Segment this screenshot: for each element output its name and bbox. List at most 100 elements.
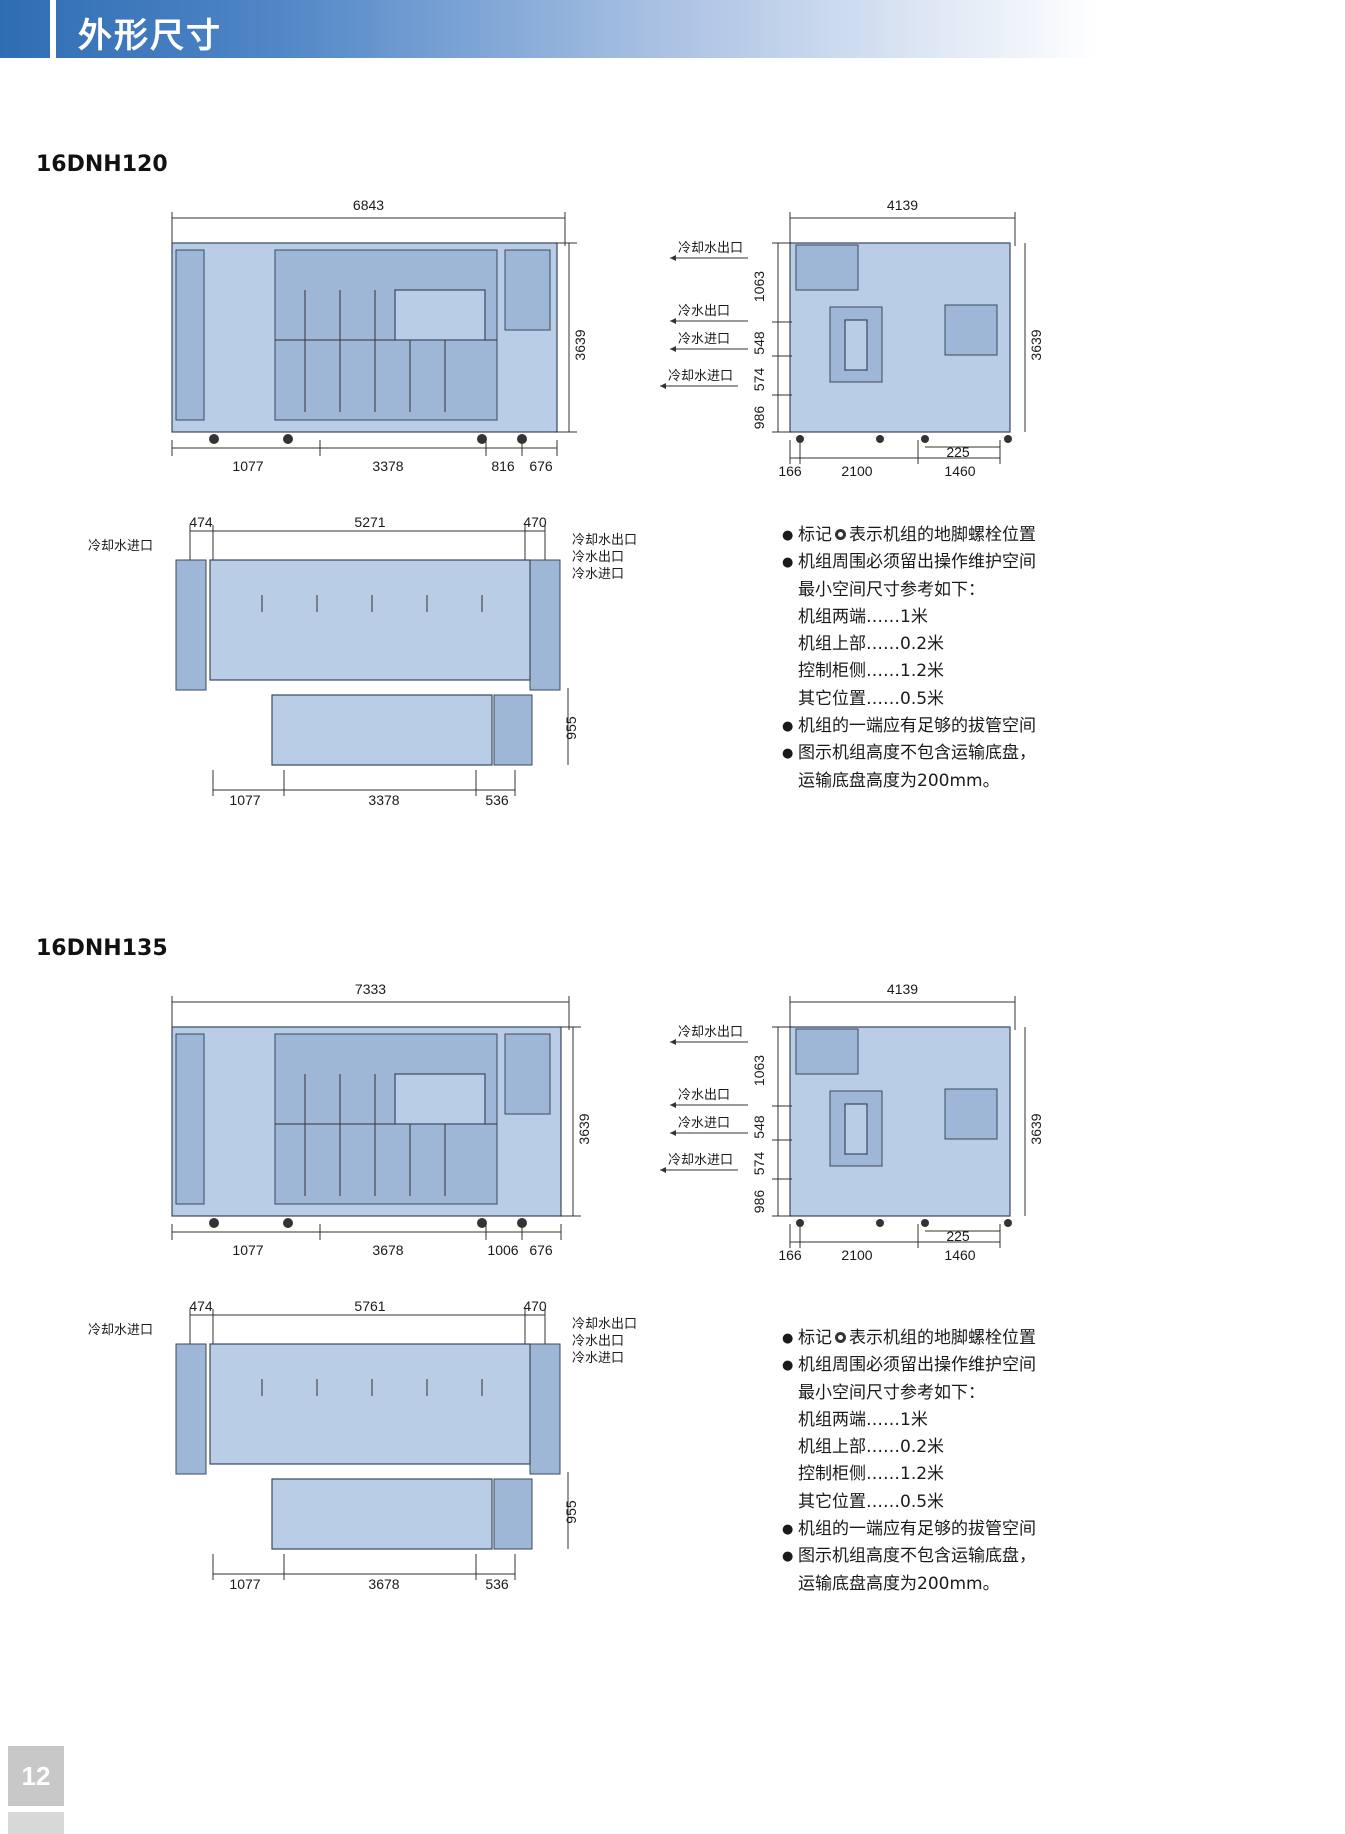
side-left-dim: 548: [751, 1115, 767, 1139]
note-text: 机组的一端应有足够的拔管空间: [798, 716, 1036, 737]
foundation-bolt: [283, 434, 293, 444]
bullet-icon: ●: [782, 528, 794, 543]
plan-top-dim: 474: [189, 1298, 213, 1314]
foundation-bolt: [477, 434, 487, 444]
foundation-bolt: [517, 434, 527, 444]
note-text: 运输底盘高度为200mm。: [798, 1573, 1000, 1594]
note-line: ●图示机组高度不包含运输底盘，: [782, 740, 1036, 767]
side-total-dim: 4139: [887, 197, 918, 213]
front-left-component: [175, 249, 205, 421]
note-line: ●机组的一端应有足够的拔管空间: [782, 1516, 1036, 1543]
arrow-head: [670, 346, 676, 352]
side-control-panel: [944, 1088, 998, 1140]
note-bolt-prefix: 标记: [798, 1328, 832, 1348]
bullet-icon: ●: [782, 1358, 794, 1374]
side-bottom-dim: 2100: [841, 1247, 872, 1263]
plan-right-label: 冷水进口: [572, 567, 624, 582]
plan-bottom-dim: 536: [485, 792, 509, 808]
arrow-head: [660, 383, 666, 389]
plan-top-dim: 5271: [354, 514, 385, 530]
foundation-bolt: [876, 1219, 884, 1227]
side-window: [844, 319, 868, 371]
note-text: 控制柜侧……1.2米: [798, 661, 945, 682]
note-line: 机组两端……1米: [782, 1407, 1036, 1434]
label-chilled-water-outlet: 冷水出口: [678, 1088, 730, 1103]
foundation-bolt: [283, 1218, 293, 1228]
note-line: ●图示机组高度不包含运输底盘，: [782, 1543, 1036, 1570]
plan-left-header: [175, 559, 207, 691]
front-total-dim: 6843: [353, 197, 384, 213]
model-title-1: 16DNH120: [36, 152, 168, 177]
plan-right-label: 冷却水出口: [572, 533, 637, 548]
plan-right-dim: 955: [563, 1500, 579, 1524]
note-line: 最小空间尺寸参考如下：: [782, 1380, 1036, 1407]
label-chilled-water-outlet: 冷水出口: [678, 304, 730, 319]
arrow-head: [670, 1130, 676, 1136]
note-line: 机组上部……0.2米: [782, 631, 1036, 658]
side-left-dim: 548: [751, 331, 767, 355]
plan-shell: [209, 1343, 531, 1465]
side-upper-box: [795, 244, 859, 291]
note-line: 运输底盘高度为200mm。: [782, 768, 1036, 795]
side-height-dim: 3639: [1028, 1113, 1044, 1144]
note-text: 机组上部……0.2米: [798, 1437, 945, 1458]
note-text: 最小空间尺寸参考如下：: [798, 1382, 985, 1403]
side-upper-bottom-dim: 225: [946, 444, 970, 460]
front-bottom-dim: 1077: [232, 458, 263, 474]
note-line: 其它位置……0.5米: [782, 1489, 1036, 1516]
note-text: 机组的一端应有足够的拔管空间: [798, 1519, 1036, 1540]
plan-bottom-dim: 3678: [368, 1576, 399, 1592]
notes-block-2: ●标记表示机组的地脚螺栓位置●机组周围必须留出操作维护空间最小空间尺寸参考如下：…: [782, 1325, 1036, 1598]
plan-right-label: 冷水出口: [572, 550, 624, 565]
plan-right-header: [529, 559, 561, 691]
label-cooling-water-inlet: 冷却水进口: [668, 1153, 733, 1168]
note-text: 机组上部……0.2米: [798, 634, 945, 655]
bullet-icon: ●: [782, 746, 794, 762]
foundation-bolt: [209, 434, 219, 444]
notes-block-1: ●标记表示机组的地脚螺栓位置●机组周围必须留出操作维护空间最小空间尺寸参考如下：…: [782, 522, 1036, 795]
side-upper-bottom-dim: 225: [946, 1228, 970, 1244]
front-panel: [394, 1073, 486, 1125]
bullet-icon: ●: [782, 719, 794, 735]
note-line: 运输底盘高度为200mm。: [782, 1571, 1036, 1598]
foundation-bolt: [1004, 1219, 1012, 1227]
note-text: 机组周围必须留出操作维护空间: [798, 552, 1036, 573]
foundation-bolt: [876, 435, 884, 443]
plan-top-dim: 470: [523, 514, 547, 530]
plan-bottom-dim: 1077: [229, 792, 260, 808]
label-chilled-water-inlet: 冷水进口: [678, 332, 730, 347]
foundation-bolt: [796, 435, 804, 443]
side-left-dim: 574: [751, 368, 767, 392]
front-panel: [394, 289, 486, 341]
note-text: 运输底盘高度为200mm。: [798, 770, 1000, 791]
note-line: 其它位置……0.5米: [782, 686, 1036, 713]
side-left-dim: 986: [751, 406, 767, 430]
note-text: 最小空间尺寸参考如下：: [798, 579, 985, 600]
label-cooling-water-outlet: 冷却水出口: [678, 241, 743, 256]
note-text: 机组周围必须留出操作维护空间: [798, 1355, 1036, 1376]
front-control-box: [504, 1033, 551, 1115]
foundation-bolt: [477, 1218, 487, 1228]
front-control-box: [504, 249, 551, 331]
plan-control-box: [493, 1478, 533, 1550]
plan-left-label: 冷却水进口: [88, 1323, 153, 1338]
note-bolt-prefix: 标记: [798, 525, 832, 545]
note-text: 其它位置……0.5米: [798, 1491, 945, 1512]
bullet-icon: ●: [782, 1549, 794, 1565]
front-left-component: [175, 1033, 205, 1205]
note-text: 图示机组高度不包含运输底盘，: [798, 743, 1036, 764]
side-left-dim: 1063: [751, 1055, 767, 1086]
header-accent-notch: [50, 0, 56, 58]
side-left-dim: 1063: [751, 271, 767, 302]
side-bottom-dim: 166: [778, 463, 802, 479]
note-text: 机组两端……1米: [798, 606, 928, 627]
note-line: 机组上部……0.2米: [782, 1434, 1036, 1461]
note-line: 控制柜侧……1.2米: [782, 658, 1036, 685]
plan-left-header: [175, 1343, 207, 1475]
side-bottom-dim: 2100: [841, 463, 872, 479]
plan-right-header: [529, 1343, 561, 1475]
bullet-icon: ●: [782, 555, 794, 571]
